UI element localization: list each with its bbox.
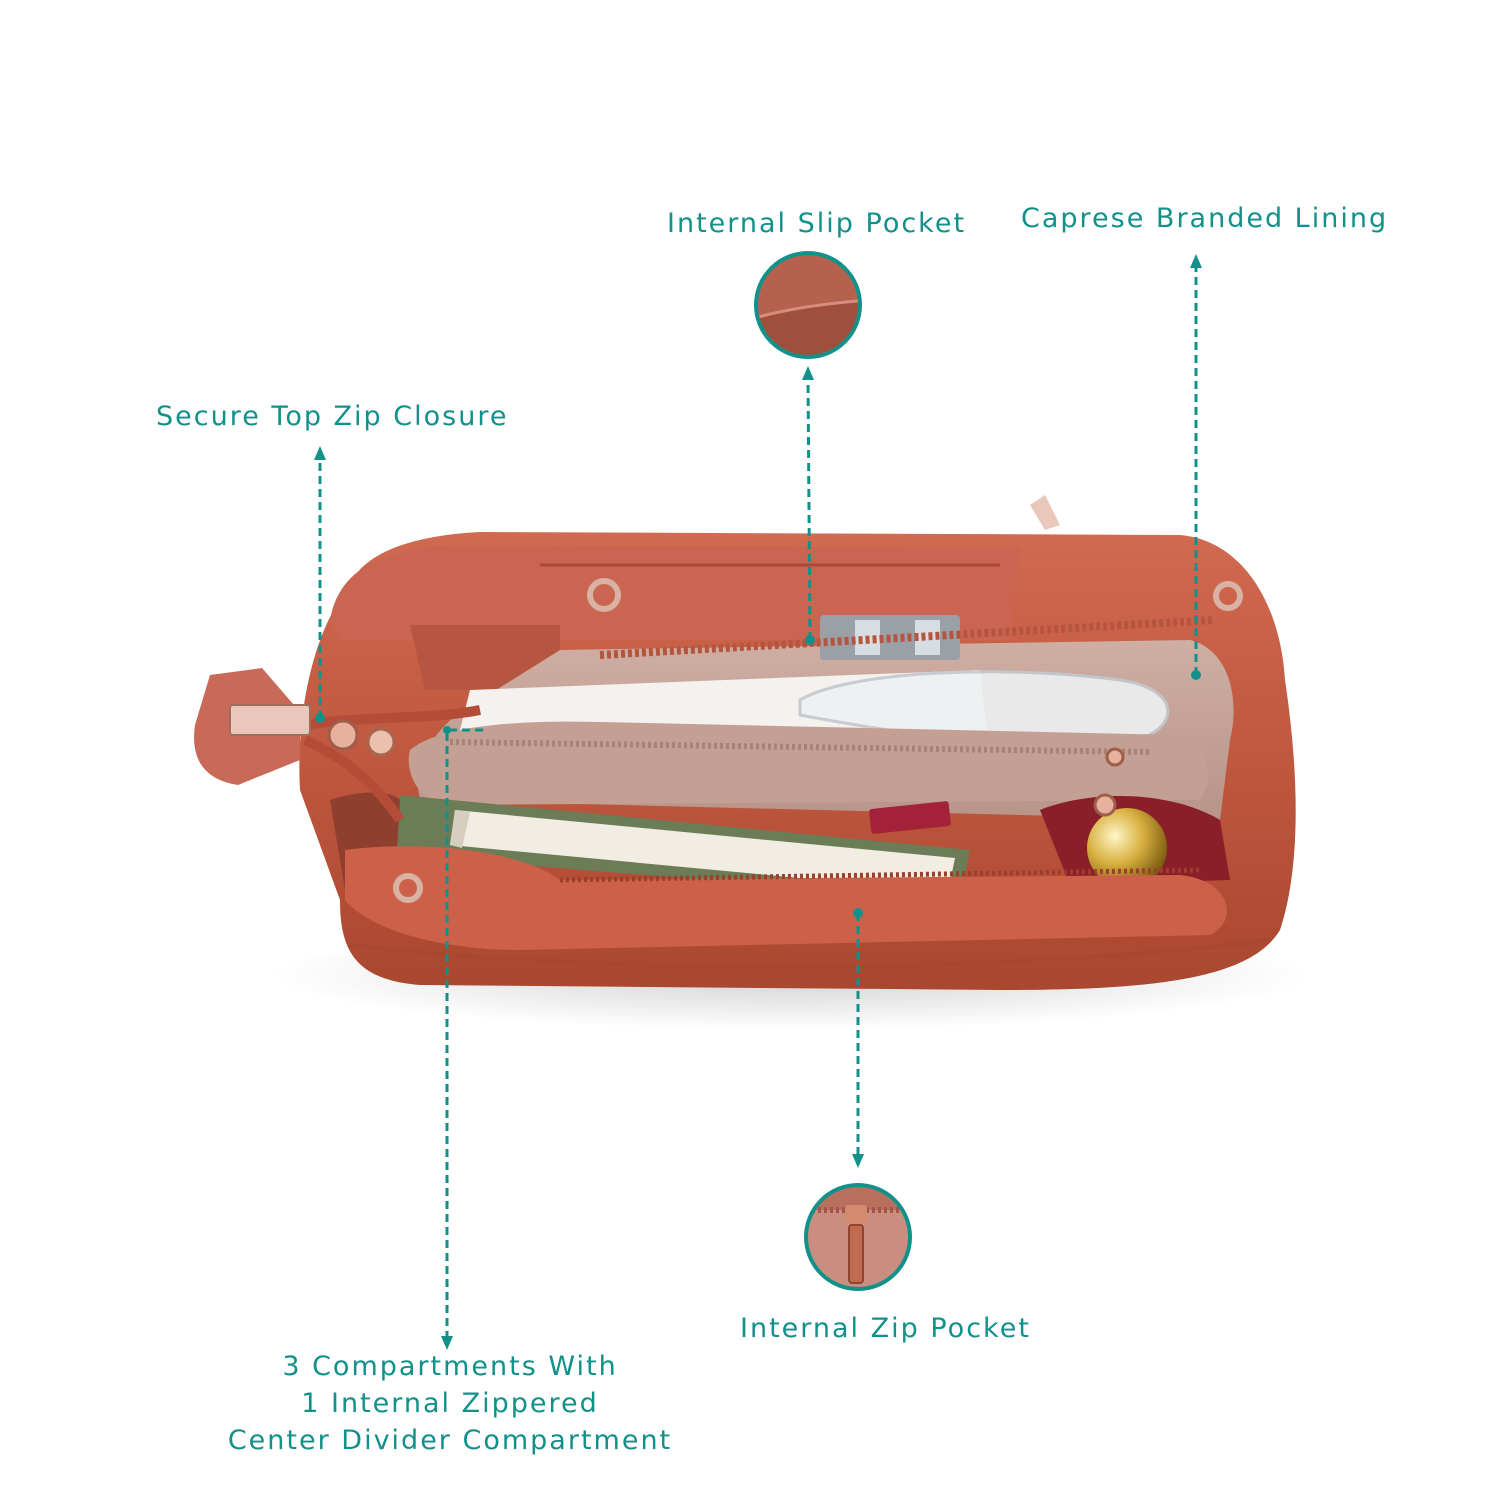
leader-slip-pocket xyxy=(802,366,815,645)
callout-secure-top-zip: Secure Top Zip Closure xyxy=(156,401,509,432)
front-zip-pocket xyxy=(345,846,1227,950)
main-zip-track xyxy=(302,705,481,823)
leader-zip-pocket xyxy=(852,908,864,1168)
gold-compact xyxy=(1087,808,1167,888)
leader-top-zip xyxy=(314,446,326,723)
callout-internal-zip-pocket: Internal Zip Pocket xyxy=(740,1313,1031,1344)
callout-leaders xyxy=(314,254,1202,1350)
compartments-line-2: 1 Internal Zippered xyxy=(301,1388,599,1419)
compartments-line-1: 3 Compartments With xyxy=(282,1351,618,1382)
zip-pocket-detail xyxy=(804,1183,912,1291)
bag-illustration xyxy=(194,495,1310,1030)
center-divider-compartment xyxy=(408,721,1209,805)
callout-compartments: 3 Compartments With 1 Internal Zippered … xyxy=(200,1348,700,1459)
callout-caprese-branded-lining: Caprese Branded Lining xyxy=(1021,203,1389,234)
leader-branded-lining xyxy=(1190,254,1202,680)
callout-internal-slip-pocket: Internal Slip Pocket xyxy=(667,208,967,239)
zipper-tab xyxy=(194,668,396,785)
compartments-line-3: Center Divider Compartment xyxy=(227,1425,673,1456)
slip-pocket-detail xyxy=(754,251,862,359)
leader-compartments xyxy=(441,726,483,1350)
